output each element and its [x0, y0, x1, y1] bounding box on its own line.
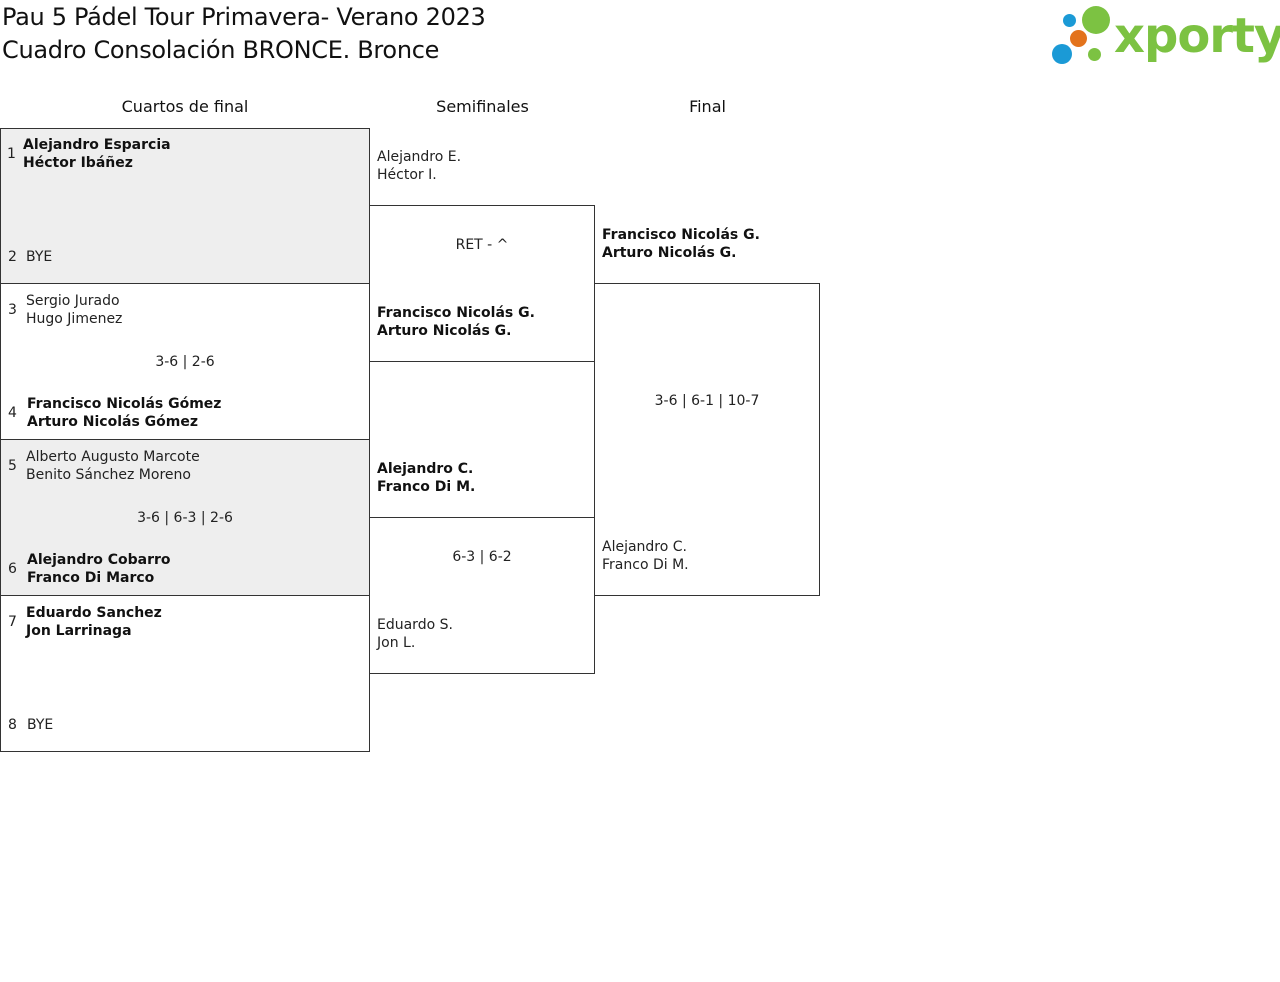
quarterfinal-match-3: 5 Alberto Augusto Marcote Benito Sánchez…: [0, 439, 370, 596]
team-b-player-2: Arturo Nicolás G.: [377, 323, 512, 339]
team-b-player-1: BYE: [27, 717, 54, 733]
logo-dot-orange-icon: [1070, 30, 1087, 47]
team-b-player-2: Arturo Nicolás Gómez: [27, 414, 199, 430]
page-subtitle: Cuadro Consolación BRONCE. Bronce: [2, 36, 440, 64]
team-b-player-2: Franco Di M.: [602, 557, 689, 573]
team-a-player-1: Sergio Jurado: [26, 293, 120, 309]
round-header-quarterfinals: Cuartos de final: [121, 97, 249, 116]
seed-number: 1: [7, 146, 16, 162]
final-team-a-player-1: Francisco Nicolás G.: [602, 227, 760, 243]
round-header-final: Final: [689, 97, 726, 116]
team-b-player-1: Eduardo S.: [377, 617, 453, 633]
team-b-player-1: BYE: [26, 249, 53, 265]
seed-number: 6: [8, 561, 17, 577]
team-a-player-2: Benito Sánchez Moreno: [26, 467, 191, 483]
team-a-player-2: Hugo Jimenez: [26, 311, 123, 327]
team-b-player-2: Franco Di Marco: [27, 570, 155, 586]
match-score: 3-6 | 2-6: [155, 354, 215, 370]
semifinal-2-team-a-player-2: Franco Di M.: [377, 479, 476, 495]
logo-dot-blue-large-icon: [1052, 44, 1072, 64]
logo-dot-green-small-icon: [1088, 48, 1101, 61]
final-match: 3-6 | 6-1 | 10-7 Alejandro C. Franco Di …: [594, 283, 820, 596]
seed-number: 2: [8, 249, 17, 265]
logo-wordmark: xporty: [1114, 8, 1280, 64]
team-a-player-2: Héctor Ibáñez: [23, 155, 133, 171]
match-score: RET - ^: [455, 237, 509, 253]
match-score: 3-6 | 6-1 | 10-7: [654, 393, 760, 409]
team-a-player-2: Jon Larrinaga: [26, 623, 132, 639]
team-a-player-1: Alberto Augusto Marcote: [26, 449, 200, 465]
semifinal-1-team-a-player-1: Alejandro E.: [377, 149, 462, 165]
logo-dot-blue-icon: [1063, 14, 1076, 27]
team-b-player-2: Jon L.: [377, 635, 416, 651]
logo-dot-green-icon: [1082, 6, 1110, 34]
seed-number: 4: [8, 405, 17, 421]
semifinal-2-team-a-player-1: Alejandro C.: [377, 461, 474, 477]
quarterfinal-match-4: 7 Eduardo Sanchez Jon Larrinaga 8 BYE: [0, 595, 370, 752]
team-a-player-1: Alejandro Esparcia: [23, 137, 171, 153]
semifinal-match-2: 6-3 | 6-2 Eduardo S. Jon L.: [369, 517, 595, 674]
round-header-semifinals: Semifinales: [436, 97, 529, 116]
semifinal-match-1: RET - ^ Francisco Nicolás G. Arturo Nico…: [369, 205, 595, 362]
team-b-player-1: Francisco Nicolás G.: [377, 305, 535, 321]
team-a-player-1: Eduardo Sanchez: [26, 605, 162, 621]
team-b-player-1: Francisco Nicolás Gómez: [27, 396, 222, 412]
match-score: 6-3 | 6-2: [452, 549, 512, 565]
page-title: Pau 5 Pádel Tour Primavera- Verano 2023: [2, 3, 486, 31]
quarterfinal-match-2: 3 Sergio Jurado Hugo Jimenez 3-6 | 2-6 4…: [0, 283, 370, 440]
quarterfinal-match-1: 1 Alejandro Esparcia Héctor Ibáñez 2 BYE: [0, 128, 370, 284]
seed-number: 3: [8, 302, 17, 318]
seed-number: 7: [8, 614, 17, 630]
seed-number: 8: [8, 717, 17, 733]
xporty-logo: xporty: [1050, 4, 1280, 68]
match-score: 3-6 | 6-3 | 2-6: [137, 510, 233, 526]
team-b-player-1: Alejandro C.: [602, 539, 687, 555]
final-team-a-player-2: Arturo Nicolás G.: [602, 245, 737, 261]
seed-number: 5: [8, 458, 17, 474]
team-b-player-1: Alejandro Cobarro: [27, 552, 171, 568]
semifinal-1-team-a-player-2: Héctor I.: [377, 167, 437, 183]
